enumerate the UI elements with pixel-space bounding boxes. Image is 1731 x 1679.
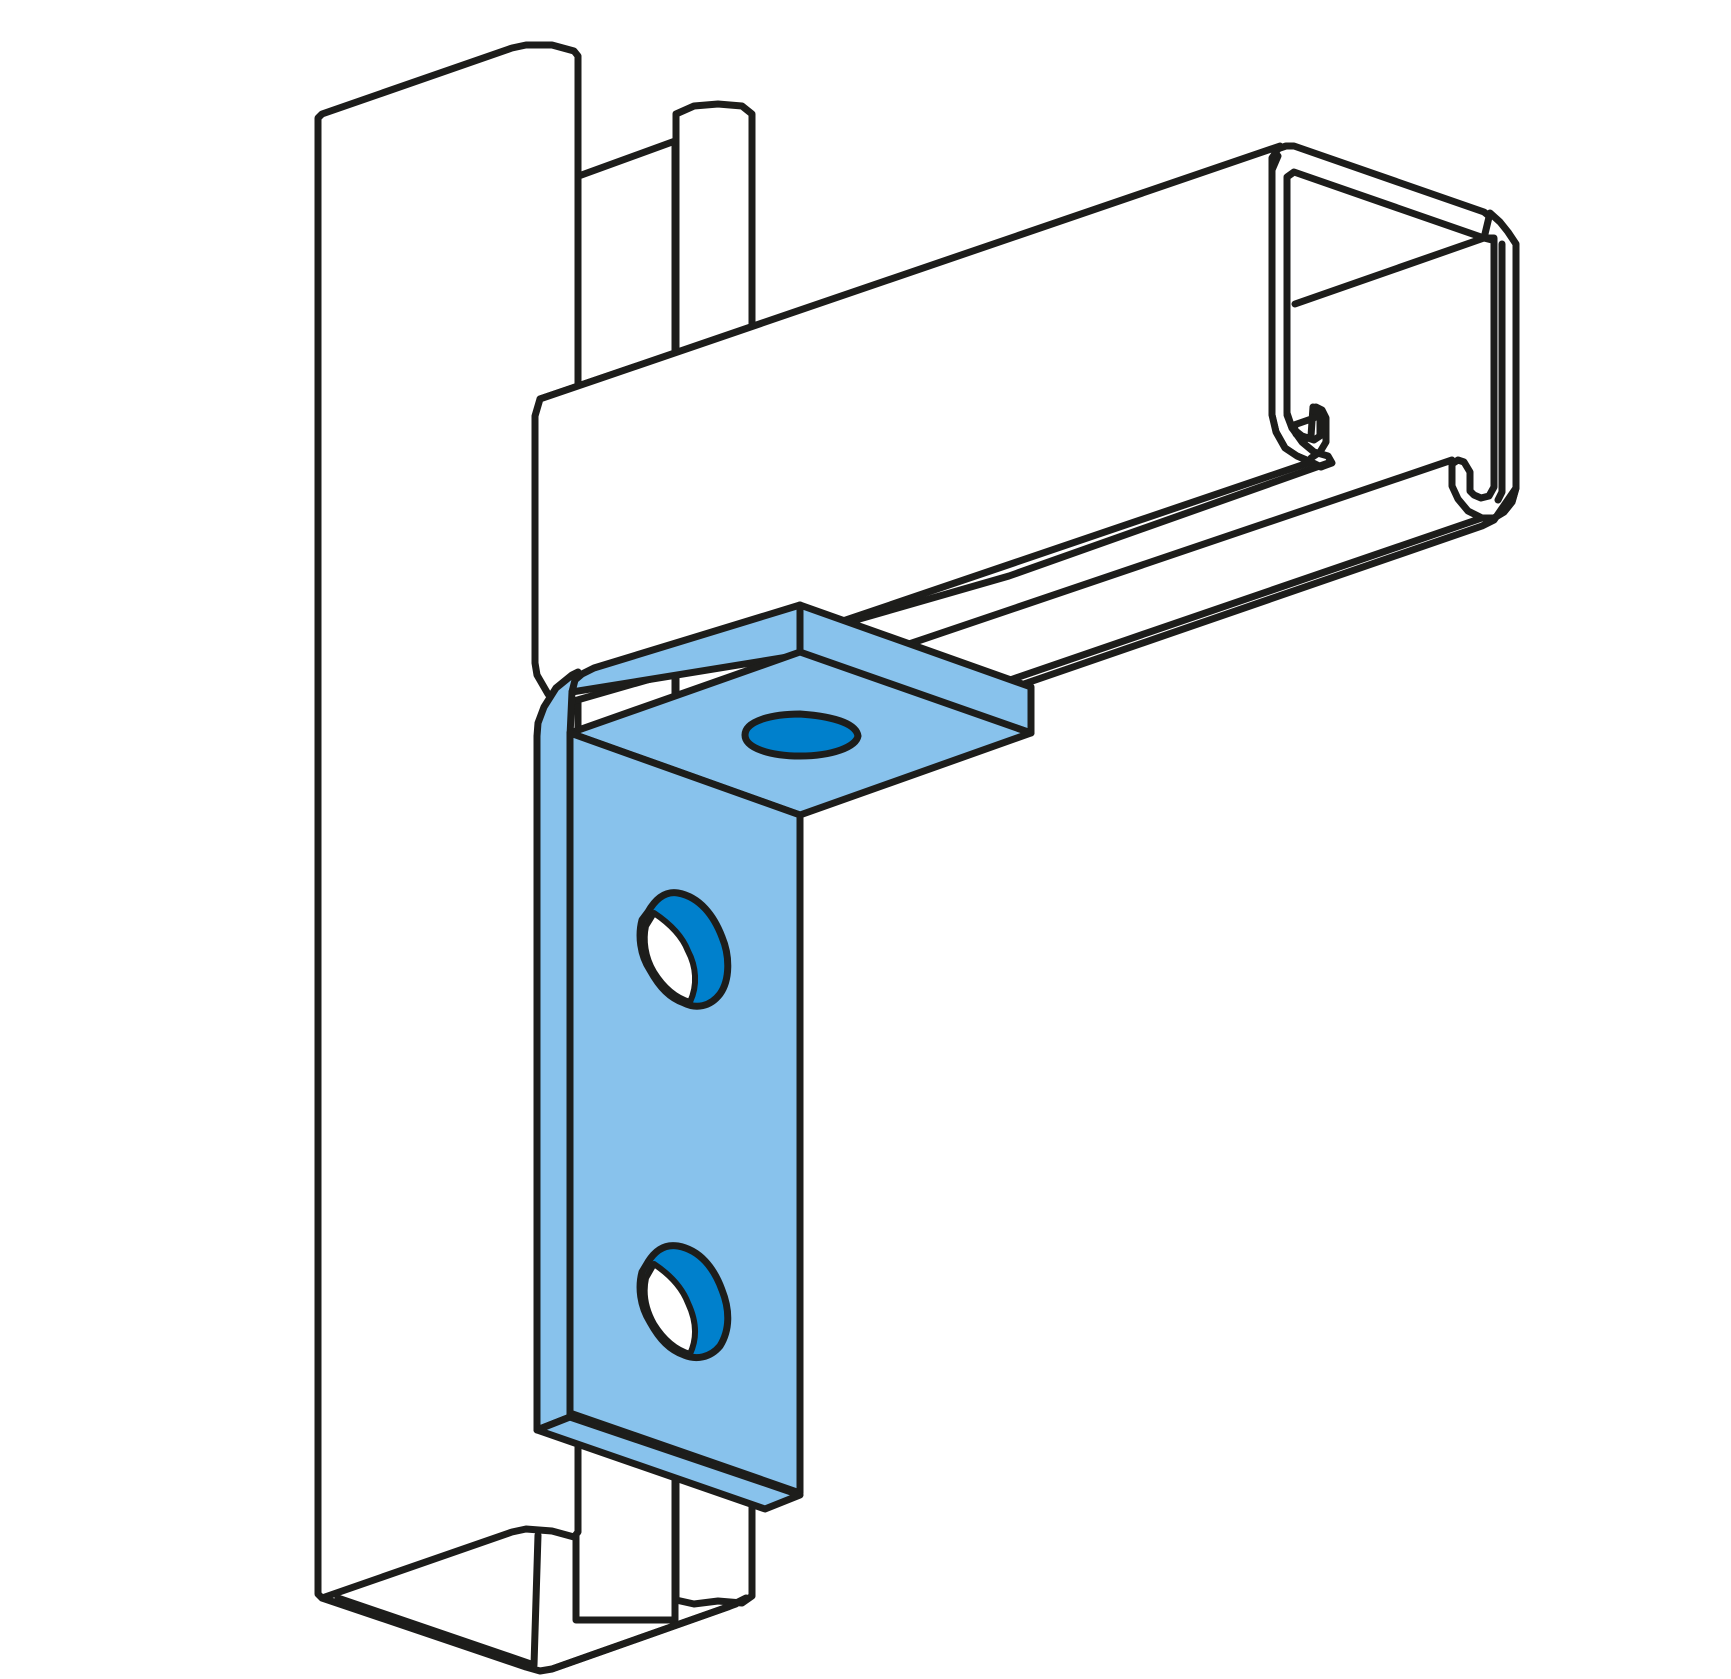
- horizontal-channel: [531, 142, 1520, 709]
- vertical-channel-bottom-inner: [334, 1531, 740, 1673]
- vertical-channel-front-face: [314, 41, 582, 1602]
- horizontal-channel-front-face: [531, 142, 1335, 709]
- bracket-hole-top: [741, 710, 862, 760]
- horizontal-channel-right-end: [1448, 209, 1520, 522]
- hole-middle-opening: [641, 910, 698, 1005]
- hole-top-interior: [741, 710, 862, 760]
- bracket-hole-middle: [636, 889, 732, 1010]
- bracket-vertical-leg: [566, 729, 804, 1497]
- horizontal-channel-bottom-strip: [1006, 484, 1520, 690]
- bracket-hole-bottom: [636, 1242, 732, 1362]
- horizontal-channel-lip-curl: [1283, 403, 1330, 462]
- horizontal-channel-right-end-edge: [1494, 240, 1506, 504]
- horizontal-channel-bottom-lip: [836, 458, 1315, 626]
- angle-bracket: [533, 601, 1035, 1513]
- bracket-bottom-edge: [533, 1413, 804, 1513]
- horizontal-channel-bottom-lip-2: [905, 456, 1456, 648]
- horizontal-channel-inner-edge: [1291, 234, 1488, 308]
- hole-bottom-opening: [641, 1261, 698, 1357]
